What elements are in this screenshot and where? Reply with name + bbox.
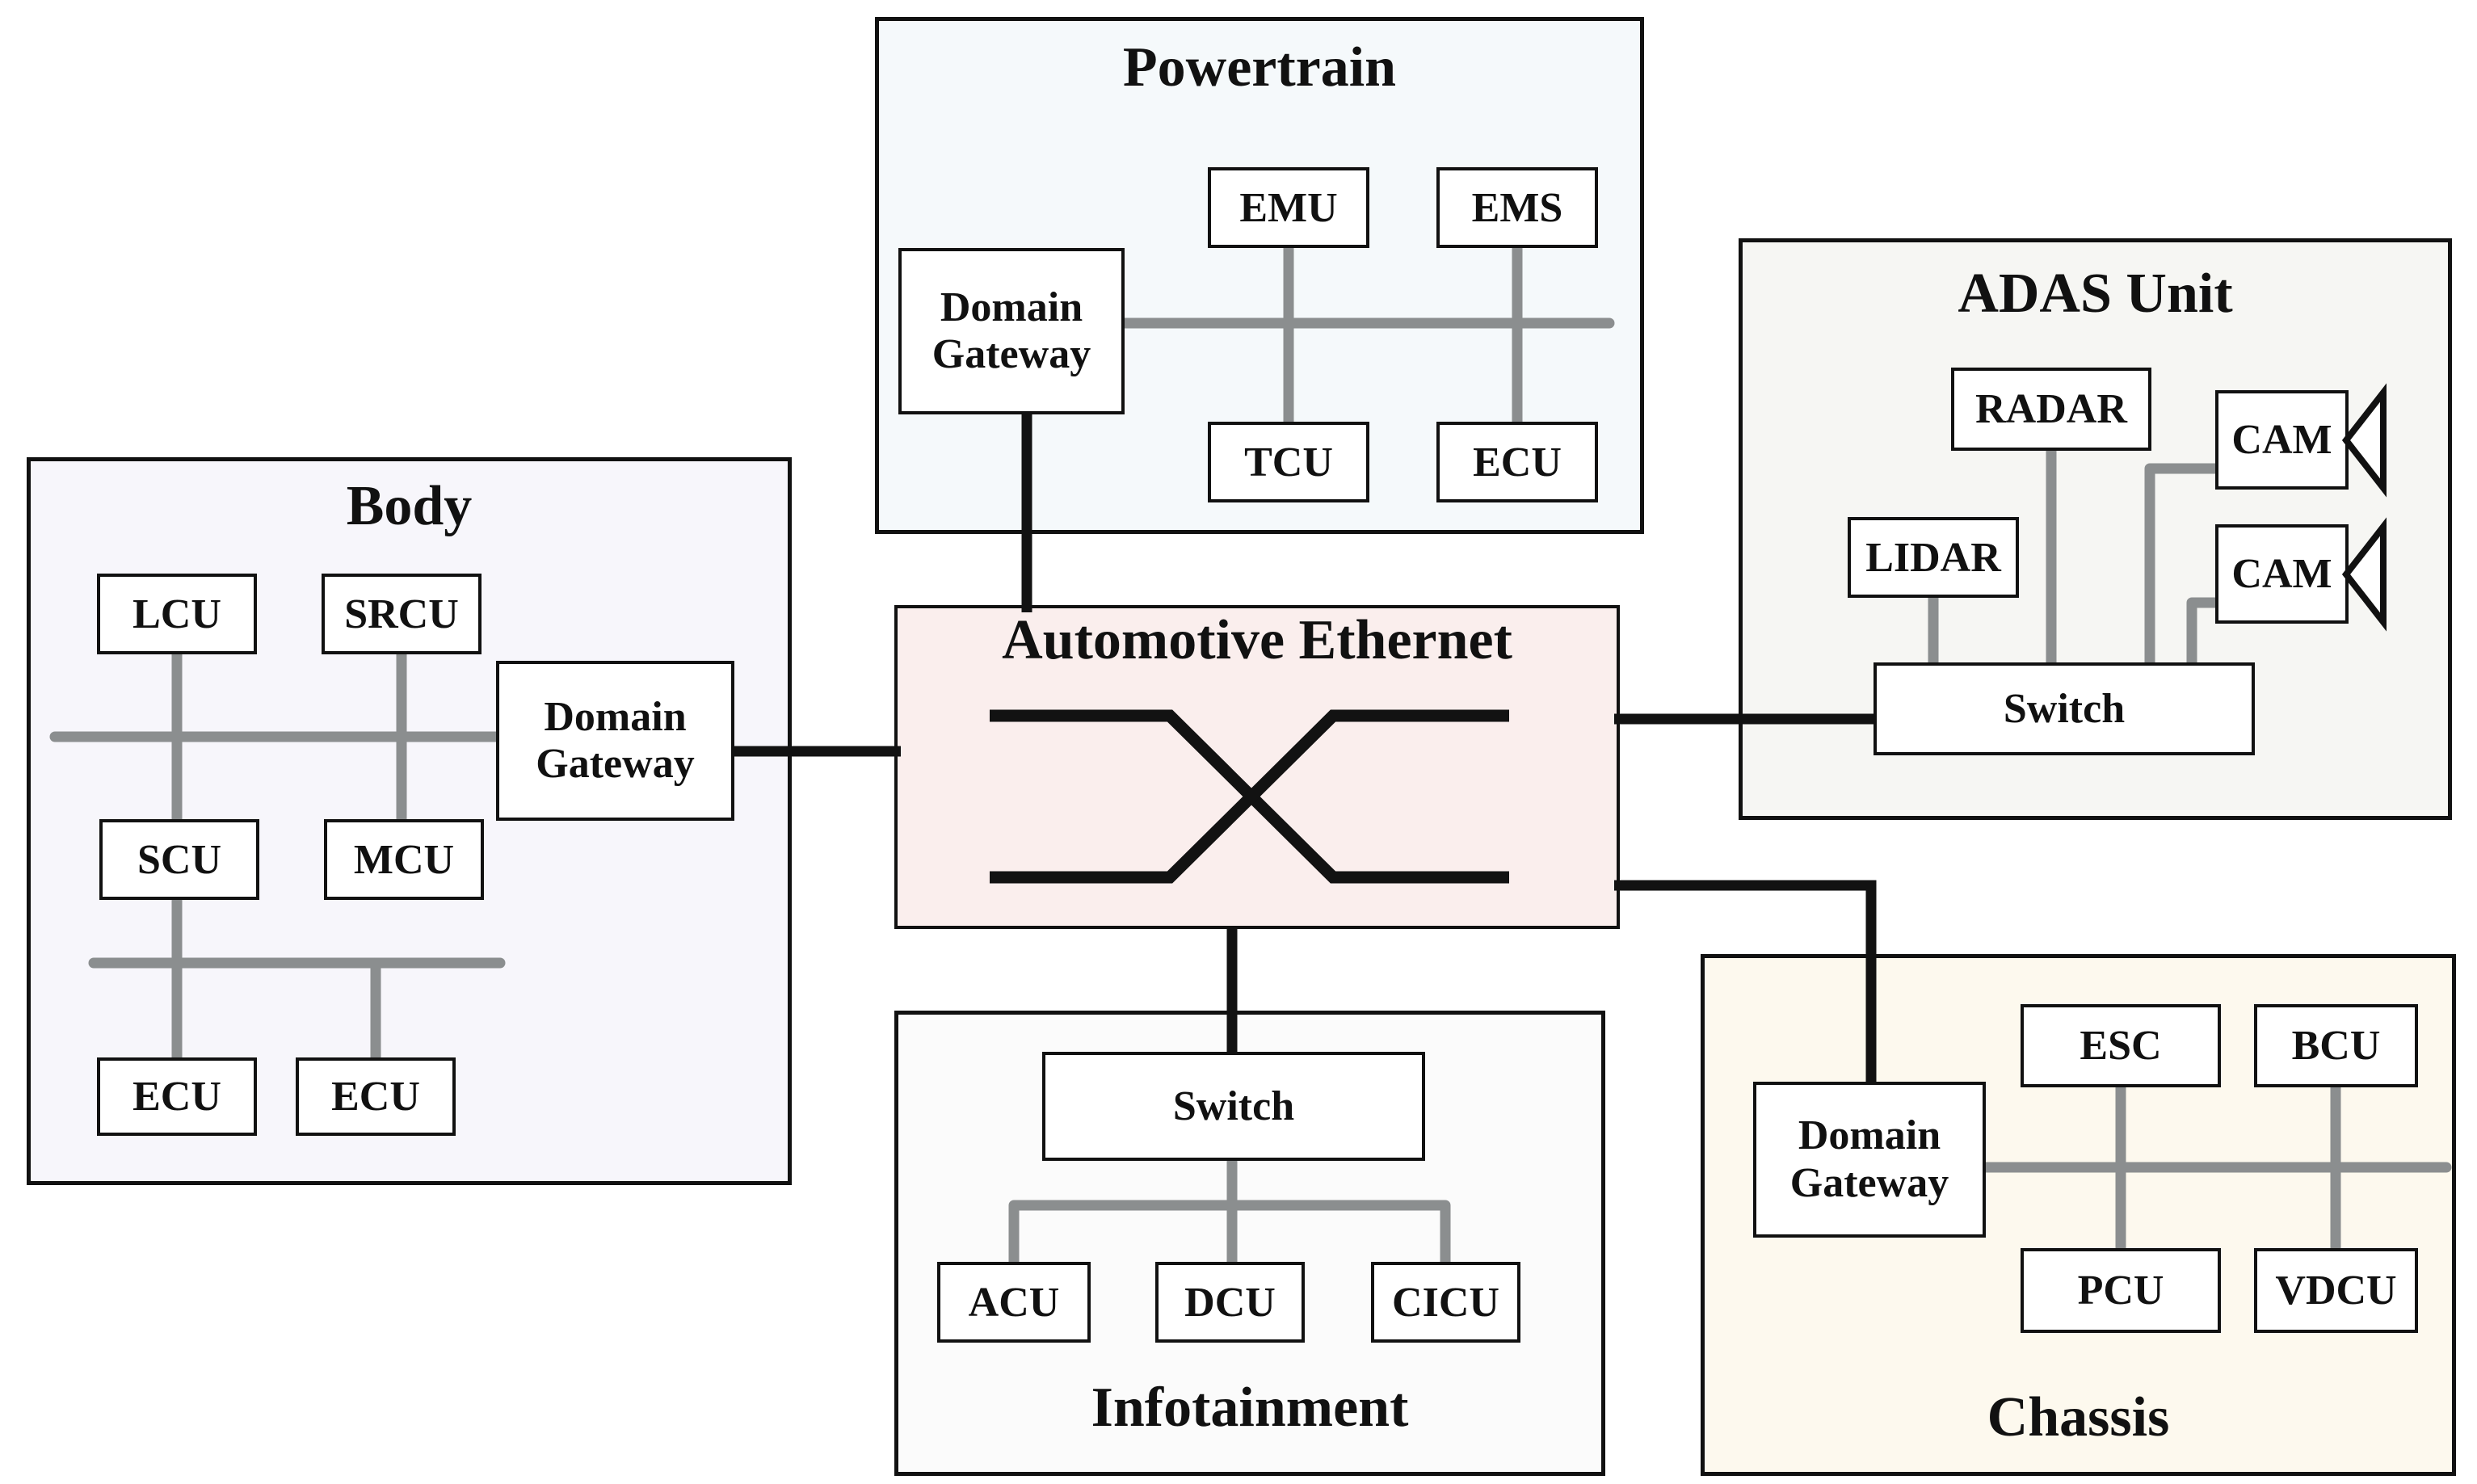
node-mcu: MCU [324, 819, 484, 900]
node-tcu: TCU [1208, 422, 1369, 502]
infotainment-title: Infotainment [1091, 1377, 1409, 1439]
node-ems: EMS [1436, 167, 1598, 248]
node-emu: EMU [1208, 167, 1369, 248]
automotive-ethernet-title: Automotive Ethernet [1002, 609, 1512, 671]
node-acu: ACU [937, 1262, 1091, 1343]
node-cam-1: CAM [2215, 390, 2349, 490]
node-powertrain-ecu: ECU [1436, 422, 1598, 502]
adas-switch: Switch [1874, 662, 2255, 755]
node-body-ecu-1: ECU [97, 1057, 257, 1136]
node-srcu: SRCU [322, 574, 482, 654]
node-lidar: LIDAR [1848, 517, 2019, 598]
powertrain-domain-gateway: Domain Gateway [898, 248, 1125, 414]
body-domain-gateway: Domain Gateway [496, 661, 734, 821]
node-cam-2: CAM [2215, 524, 2349, 624]
node-body-ecu-2: ECU [296, 1057, 456, 1136]
infotainment-switch: Switch [1042, 1052, 1425, 1161]
node-esc: ESC [2021, 1004, 2221, 1087]
powertrain-title: Powertrain [1122, 36, 1397, 99]
node-scu: SCU [99, 819, 259, 900]
node-pcu: PCU [2021, 1248, 2221, 1333]
adas-title: ADAS Unit [1958, 263, 2233, 325]
node-bcu: BCU [2254, 1004, 2418, 1087]
body-title: Body [346, 475, 473, 537]
node-dcu: DCU [1155, 1262, 1305, 1343]
node-cicu: CICU [1371, 1262, 1520, 1343]
chassis-domain-gateway: Domain Gateway [1753, 1082, 1986, 1238]
node-vdcu: VDCU [2254, 1248, 2418, 1333]
domain-automotive-ethernet: Automotive Ethernet [894, 605, 1620, 929]
node-lcu: LCU [97, 574, 257, 654]
chassis-title: Chassis [1987, 1386, 2170, 1448]
node-radar: RADAR [1951, 368, 2151, 451]
